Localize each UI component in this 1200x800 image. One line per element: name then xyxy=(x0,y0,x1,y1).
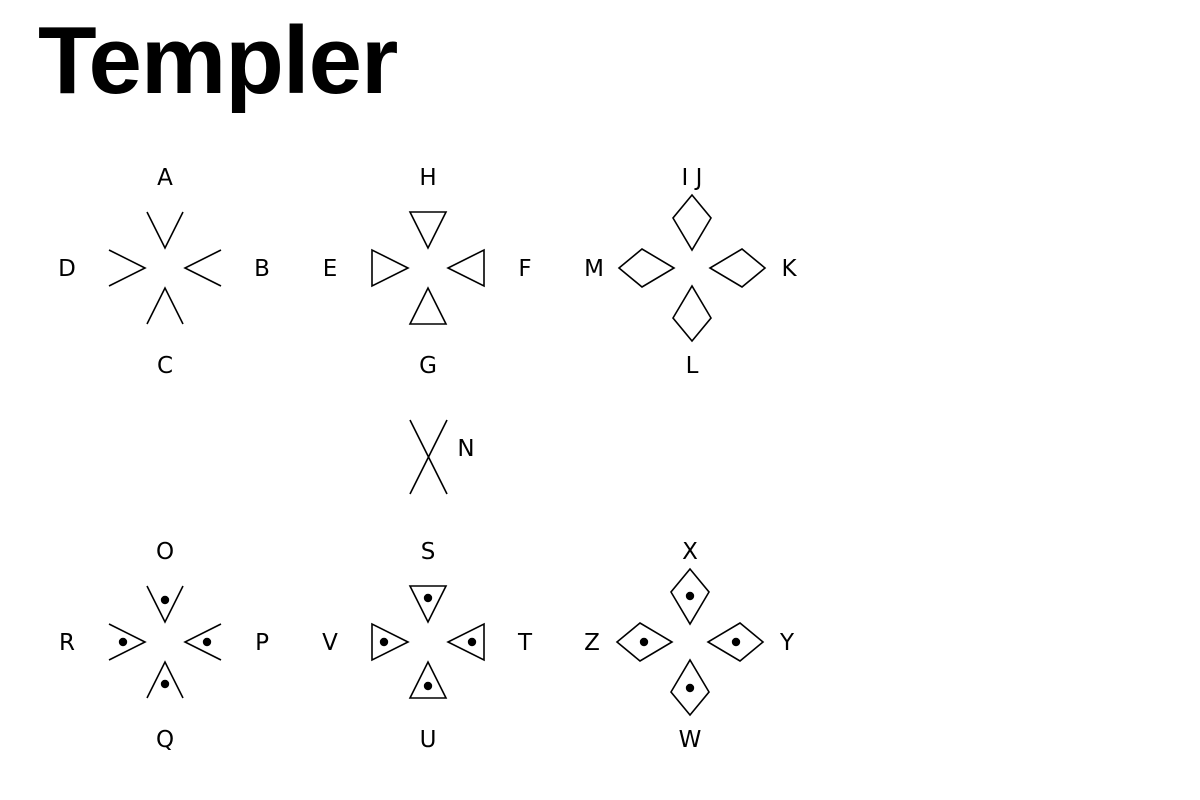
glyph-w-kite xyxy=(670,658,710,717)
cipher-group-1: A B C D xyxy=(58,165,270,379)
label-a: A xyxy=(157,165,173,191)
label-x: X xyxy=(682,539,698,565)
label-r: R xyxy=(59,630,75,656)
glyph-n-stroke-2 xyxy=(409,419,448,495)
glyph-r-chevron xyxy=(108,623,147,661)
label-k: K xyxy=(781,256,797,282)
glyph-z-dot xyxy=(639,637,649,647)
glyph-b-chevron xyxy=(183,249,222,287)
glyph-o-dot xyxy=(160,595,170,605)
label-t: T xyxy=(517,630,533,656)
glyph-q-chevron xyxy=(146,660,184,699)
glyph-d-chevron xyxy=(108,249,147,287)
label-g: G xyxy=(419,353,437,379)
glyph-s-triangle xyxy=(408,585,448,624)
glyph-k-kite xyxy=(708,248,767,288)
glyph-q-dot xyxy=(160,679,170,689)
label-v: V xyxy=(322,630,338,656)
label-s: S xyxy=(421,539,436,565)
label-c: C xyxy=(157,353,173,379)
glyph-c-chevron xyxy=(146,286,184,325)
glyph-x-dot xyxy=(685,591,695,601)
label-l: L xyxy=(686,353,699,379)
glyph-x-kite xyxy=(670,567,710,626)
page-title: Templer xyxy=(38,7,398,114)
label-y: Y xyxy=(779,630,795,656)
glyph-a-chevron xyxy=(146,211,184,250)
cipher-group-3: I J K L M xyxy=(584,165,797,379)
glyph-ij-kite xyxy=(672,193,712,252)
glyph-t-triangle xyxy=(446,622,485,662)
label-ij: I J xyxy=(682,165,703,191)
glyph-v-dot xyxy=(379,637,389,647)
glyph-e-triangle xyxy=(371,248,410,288)
label-p: P xyxy=(255,630,269,656)
glyph-r-dot xyxy=(118,637,128,647)
glyph-m-kite xyxy=(617,248,676,288)
label-z: Z xyxy=(584,630,600,656)
label-m: M xyxy=(584,256,604,282)
glyph-l-kite xyxy=(672,284,712,343)
glyph-t-dot xyxy=(467,637,477,647)
label-q: Q xyxy=(156,727,174,753)
glyph-p-chevron xyxy=(183,623,222,661)
label-u: U xyxy=(420,727,437,753)
glyph-h-triangle xyxy=(408,211,448,250)
glyph-w-dot xyxy=(685,683,695,693)
glyph-z-kite xyxy=(615,622,674,662)
label-h: H xyxy=(419,165,436,191)
cipher-group-5: S T U V xyxy=(322,539,533,753)
glyph-u-dot xyxy=(423,681,433,691)
glyph-y-kite xyxy=(706,622,765,662)
label-f: F xyxy=(518,256,531,282)
cipher-cross-n: N xyxy=(409,419,475,495)
glyph-f-triangle xyxy=(446,248,485,288)
label-w: W xyxy=(679,727,702,753)
glyph-g-triangle xyxy=(408,286,448,325)
glyph-p-dot xyxy=(202,637,212,647)
cipher-group-6: X Y W Z xyxy=(584,539,795,753)
glyph-v-triangle xyxy=(371,622,410,662)
label-b: B xyxy=(254,256,270,282)
glyph-y-dot xyxy=(731,637,741,647)
glyph-s-dot xyxy=(423,593,433,603)
label-e: E xyxy=(323,256,338,282)
label-n: N xyxy=(457,436,474,462)
cipher-group-4: O P Q R xyxy=(59,539,269,753)
label-o: O xyxy=(156,539,174,565)
glyph-u-triangle xyxy=(408,660,448,699)
label-d: D xyxy=(58,256,76,282)
glyph-o-chevron xyxy=(146,585,184,624)
cipher-group-2: H F G E xyxy=(323,165,532,379)
